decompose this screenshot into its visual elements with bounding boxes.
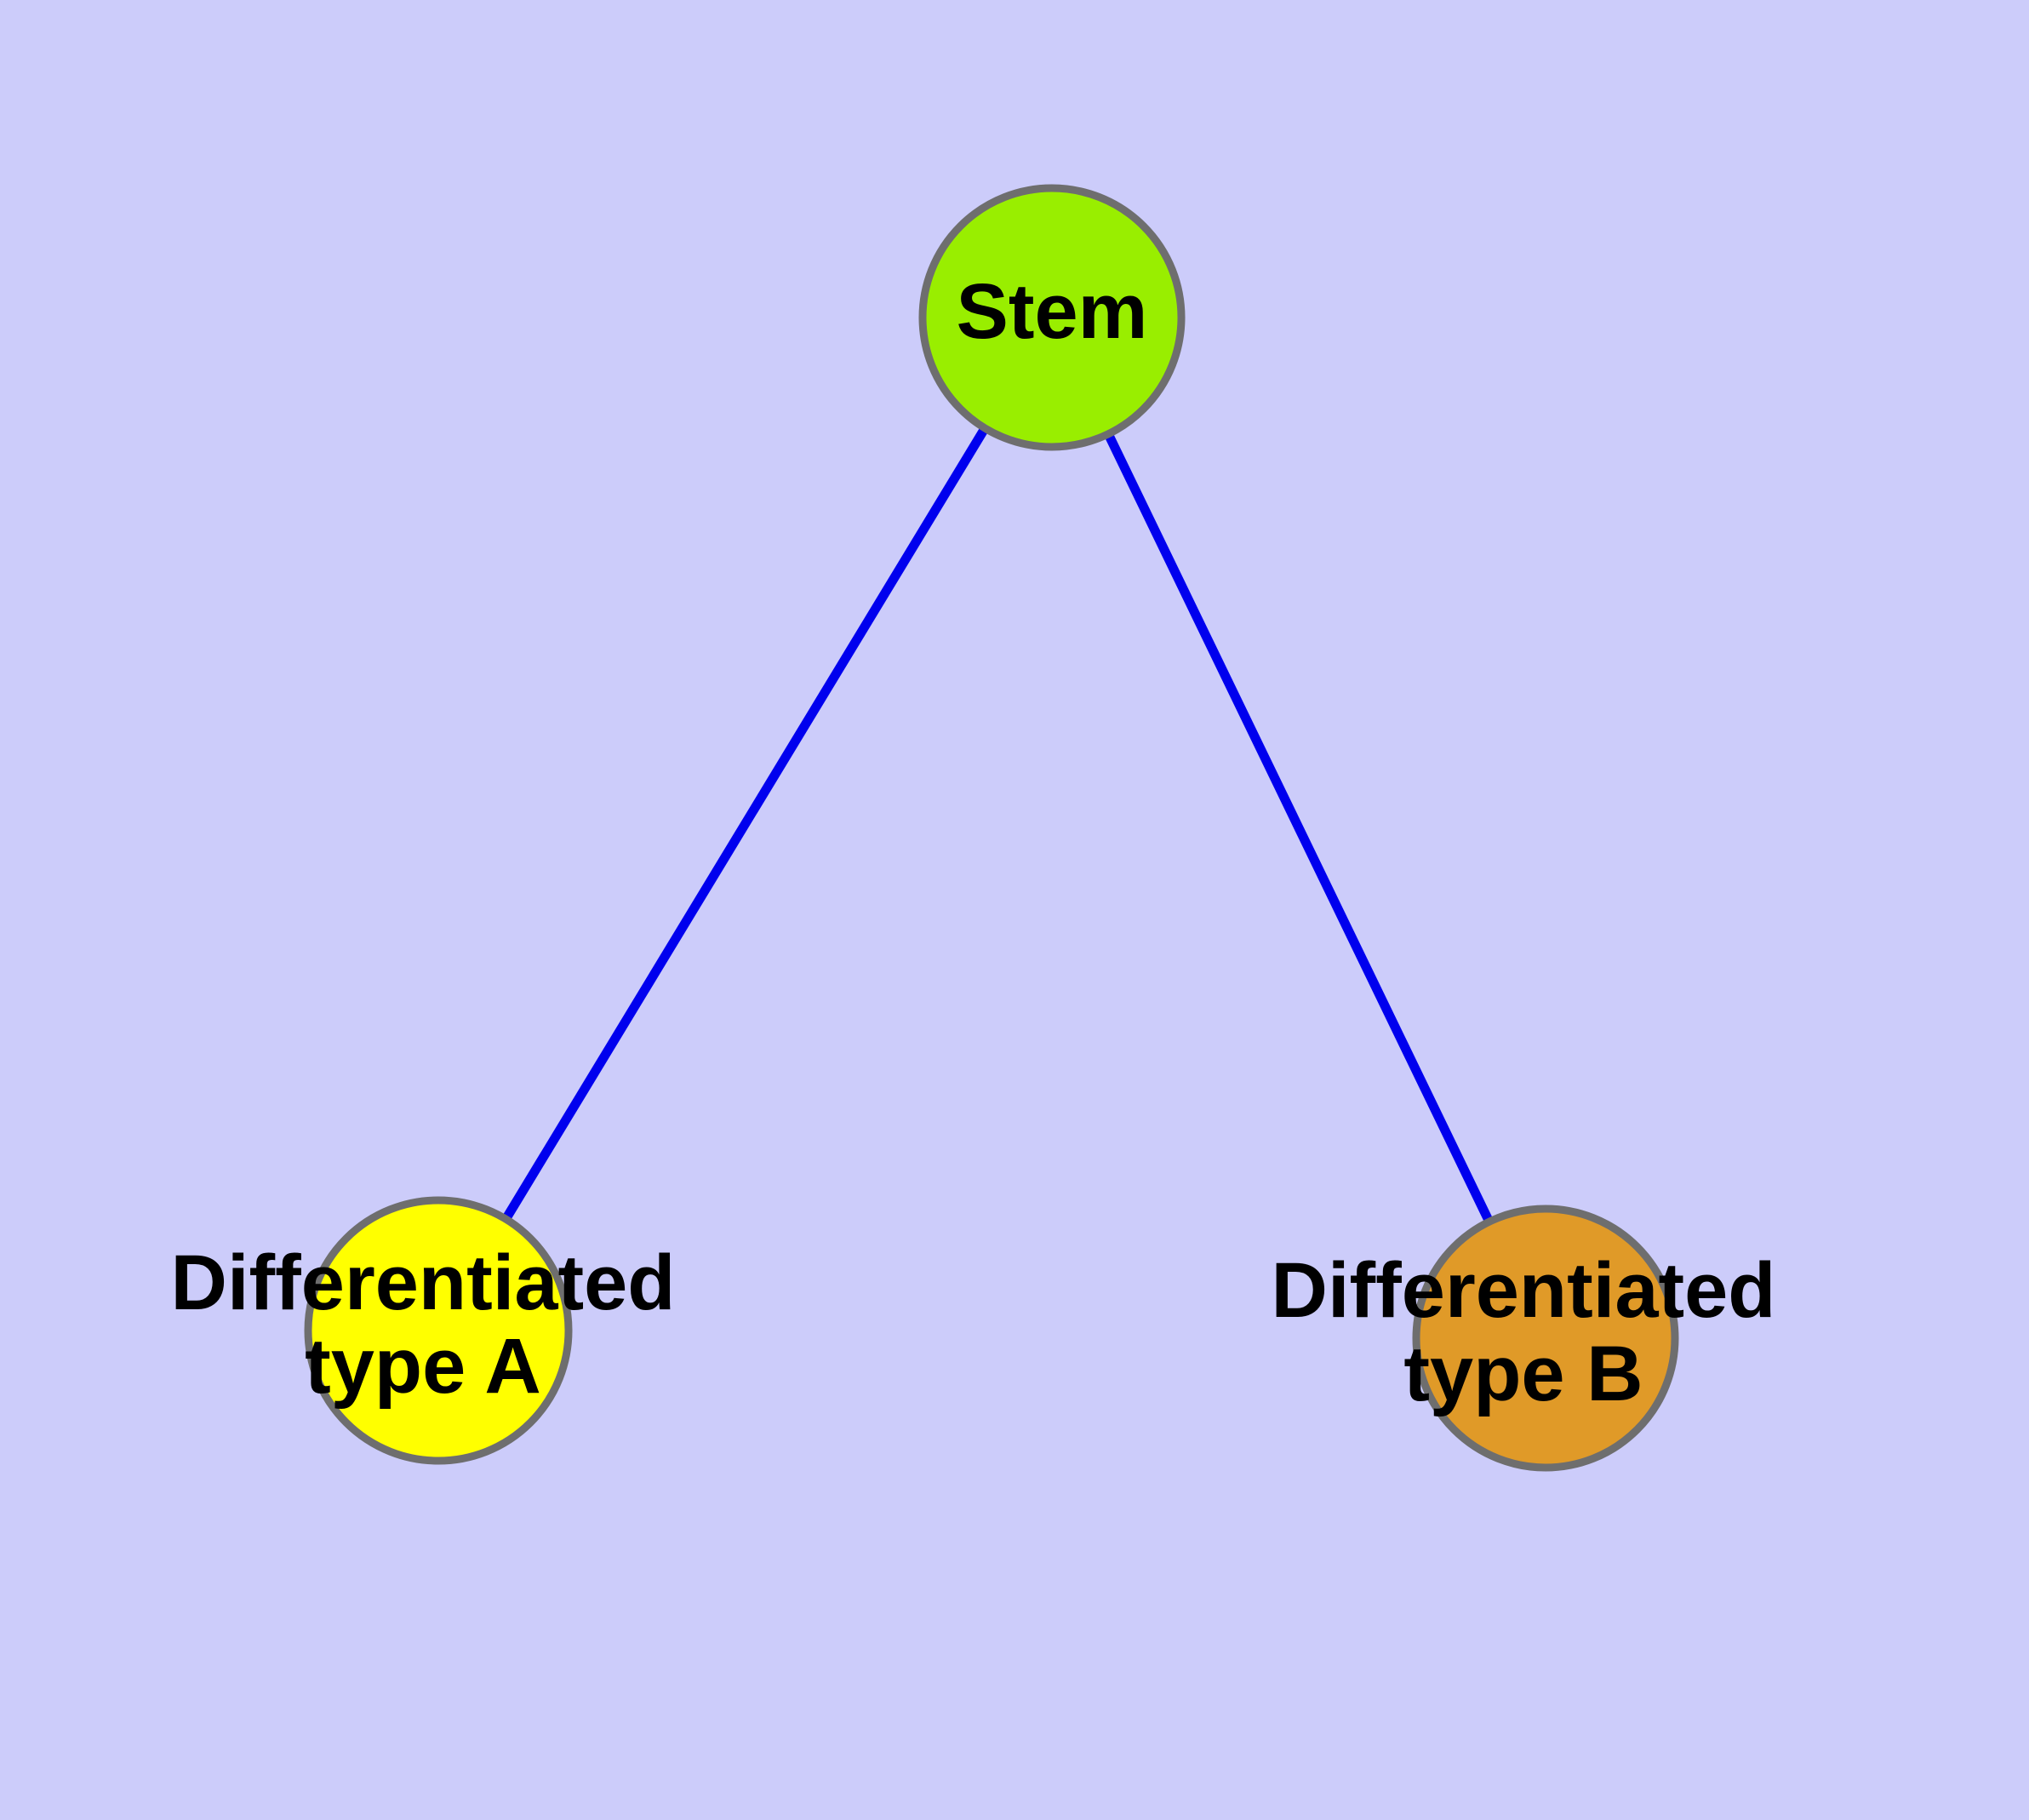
edge-stem-to-diff-a[interactable] bbox=[434, 315, 1056, 1333]
nodes-group bbox=[304, 184, 1679, 1472]
node-label-stem: Stem bbox=[957, 268, 1148, 355]
node-label-line: type A bbox=[305, 1323, 541, 1410]
node-diff-a[interactable] bbox=[304, 1196, 573, 1465]
node-label-line: Differentiated bbox=[1272, 1248, 1776, 1335]
node-diff-b[interactable] bbox=[1412, 1205, 1679, 1472]
node-label-line: type B bbox=[1403, 1331, 1643, 1417]
edges-group bbox=[434, 315, 1550, 1341]
node-label-line: Differentiated bbox=[171, 1240, 676, 1327]
node-stem[interactable] bbox=[918, 184, 1186, 451]
edge-stem-to-diff-b[interactable] bbox=[1048, 315, 1550, 1341]
node-label-line: Stem bbox=[957, 268, 1148, 355]
